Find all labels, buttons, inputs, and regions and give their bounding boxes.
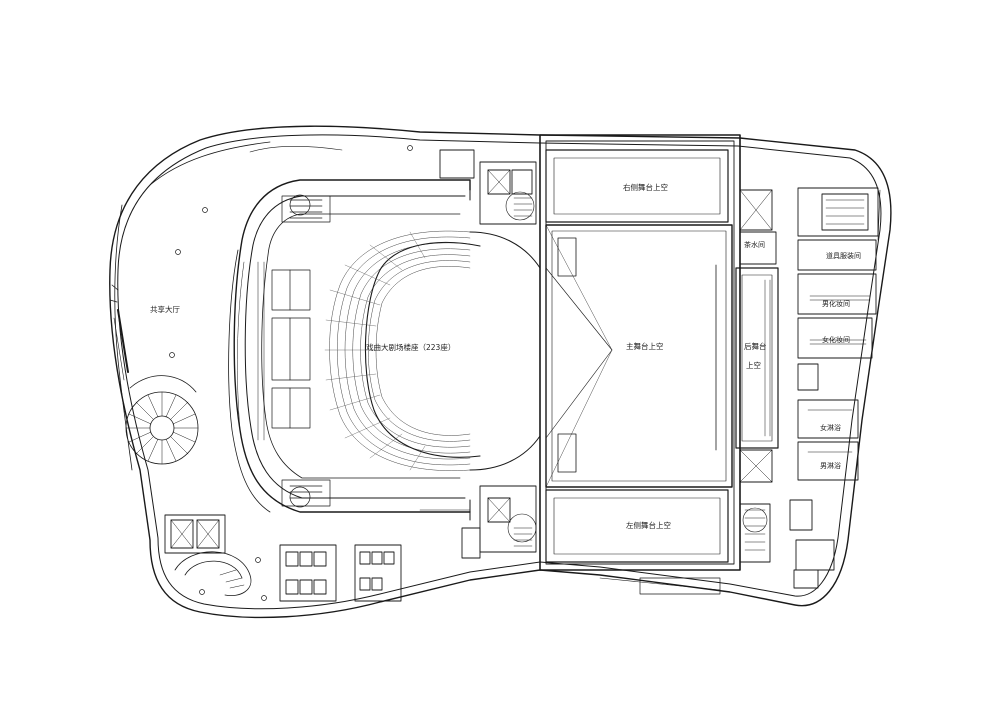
side-box-seats xyxy=(257,261,311,441)
auditorium-parapet xyxy=(261,213,461,479)
auditorium-stair-cores xyxy=(281,194,331,508)
stage-house-outer xyxy=(539,134,741,571)
label-male-dressing: 男化妆间 xyxy=(822,299,850,308)
label-main-stage: 主舞台上空 xyxy=(626,341,664,351)
label-male-shower: 男淋浴 xyxy=(820,461,841,470)
building-outline-inner xyxy=(117,134,882,610)
label-atrium: 共享大厅 xyxy=(150,304,180,314)
west-elevator-core xyxy=(164,514,226,554)
auditorium-outer-wall xyxy=(233,179,471,513)
balcony-front-rail xyxy=(364,241,481,458)
main-stage-void xyxy=(545,224,733,488)
label-female-dressing: 女化妆间 xyxy=(822,335,850,344)
label-auditorium: 戏曲大剧场楼座（223座） xyxy=(366,342,455,352)
main-stage-triangle xyxy=(545,267,613,439)
proscenium-lower xyxy=(469,435,541,471)
south-toilet-block xyxy=(279,544,402,602)
stage-house-inner xyxy=(545,140,735,565)
west-facade-band xyxy=(114,204,133,471)
label-left-side-stage: 左侧舞台上空 xyxy=(626,520,671,530)
curved-stair-south xyxy=(174,551,252,597)
atrium-inner-edge xyxy=(228,249,271,513)
label-female-shower: 女淋浴 xyxy=(820,423,841,432)
label-props-wardrobe: 道具服装间 xyxy=(826,251,861,260)
service-rooms-east xyxy=(739,189,777,563)
north-service-cores xyxy=(439,149,537,225)
north-facade-curve xyxy=(149,141,271,186)
east-wing-rooms xyxy=(789,187,881,589)
label-tea-room: 茶水间 xyxy=(744,240,765,249)
building-outline-outer xyxy=(109,125,892,619)
south-service-cores xyxy=(461,485,537,559)
label-rear-stage-line2: 上空 xyxy=(746,360,761,370)
auditorium-inner-wall xyxy=(244,195,466,499)
spiral-staircase xyxy=(125,375,199,465)
label-right-side-stage: 右侧舞台上空 xyxy=(623,182,668,192)
label-rear-stage-line1: 后舞台 xyxy=(744,341,767,351)
proscenium-upper xyxy=(469,231,541,269)
rear-stage-void xyxy=(735,267,779,449)
right-side-stage-void xyxy=(545,149,729,223)
left-side-stage-void xyxy=(545,489,729,563)
